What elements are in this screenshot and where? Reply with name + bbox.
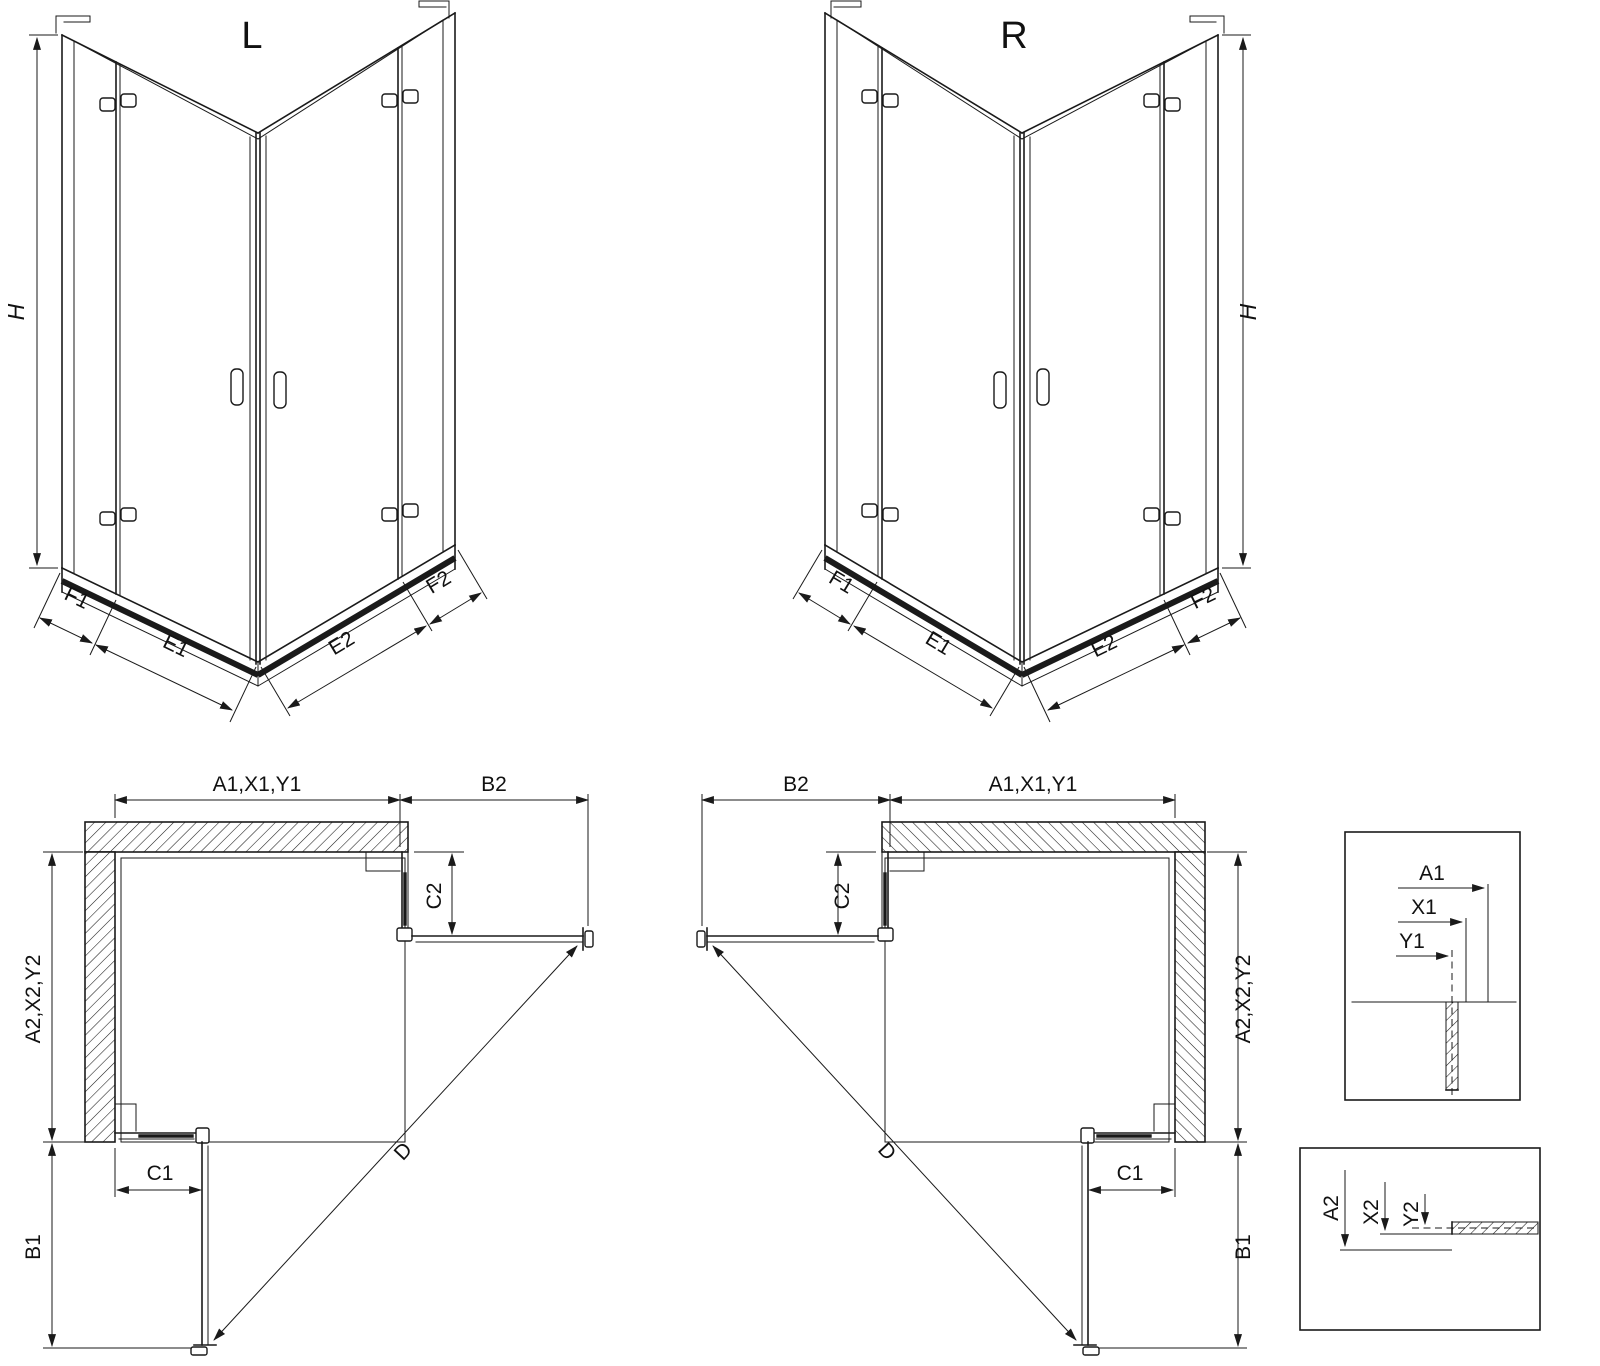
detail-label-y2: Y2 bbox=[1400, 1201, 1423, 1227]
dim-label-c2-left: C2 bbox=[423, 883, 446, 910]
dim-label-b2-left: B2 bbox=[481, 773, 507, 796]
dim-label-b1-right: B1 bbox=[1232, 1234, 1255, 1260]
detail-label-x1: X1 bbox=[1411, 896, 1437, 919]
dim-label-b1-left: B1 bbox=[22, 1234, 45, 1260]
detail-view-top: A1 X1 Y1 bbox=[1344, 831, 1521, 1101]
label-variant-left: L bbox=[241, 15, 262, 57]
dim-label-a1x1y1-left: A1,X1,Y1 bbox=[213, 773, 302, 796]
detail-label-a2: A2 bbox=[1320, 1195, 1343, 1221]
detail-view-bottom: A2 X2 Y2 bbox=[1299, 1147, 1541, 1331]
detail-label-y1: Y1 bbox=[1399, 930, 1425, 953]
dim-label-b2-right: B2 bbox=[783, 773, 809, 796]
dim-label-a2x2y2-right: A2,X2,Y2 bbox=[1232, 955, 1255, 1044]
detail-label-x2: X2 bbox=[1360, 1199, 1383, 1225]
dim-label-c2-right: C2 bbox=[831, 883, 854, 910]
detail-label-a1: A1 bbox=[1419, 862, 1445, 885]
label-variant-right: R bbox=[1000, 15, 1027, 57]
dim-label-h-right: H bbox=[1235, 303, 1261, 320]
dim-label-c1-right: C1 bbox=[1117, 1162, 1144, 1185]
dim-label-c1-left: C1 bbox=[147, 1162, 174, 1185]
dim-label-h-left: H bbox=[3, 303, 29, 320]
dim-label-a1x1y1-right: A1,X1,Y1 bbox=[989, 773, 1078, 796]
dim-label-a2x2y2-left: A2,X2,Y2 bbox=[22, 955, 45, 1044]
plan-view-right: A1,X1,Y1 B2 C2 A2,X2,Y2 B1 C1 D bbox=[697, 773, 1255, 1355]
